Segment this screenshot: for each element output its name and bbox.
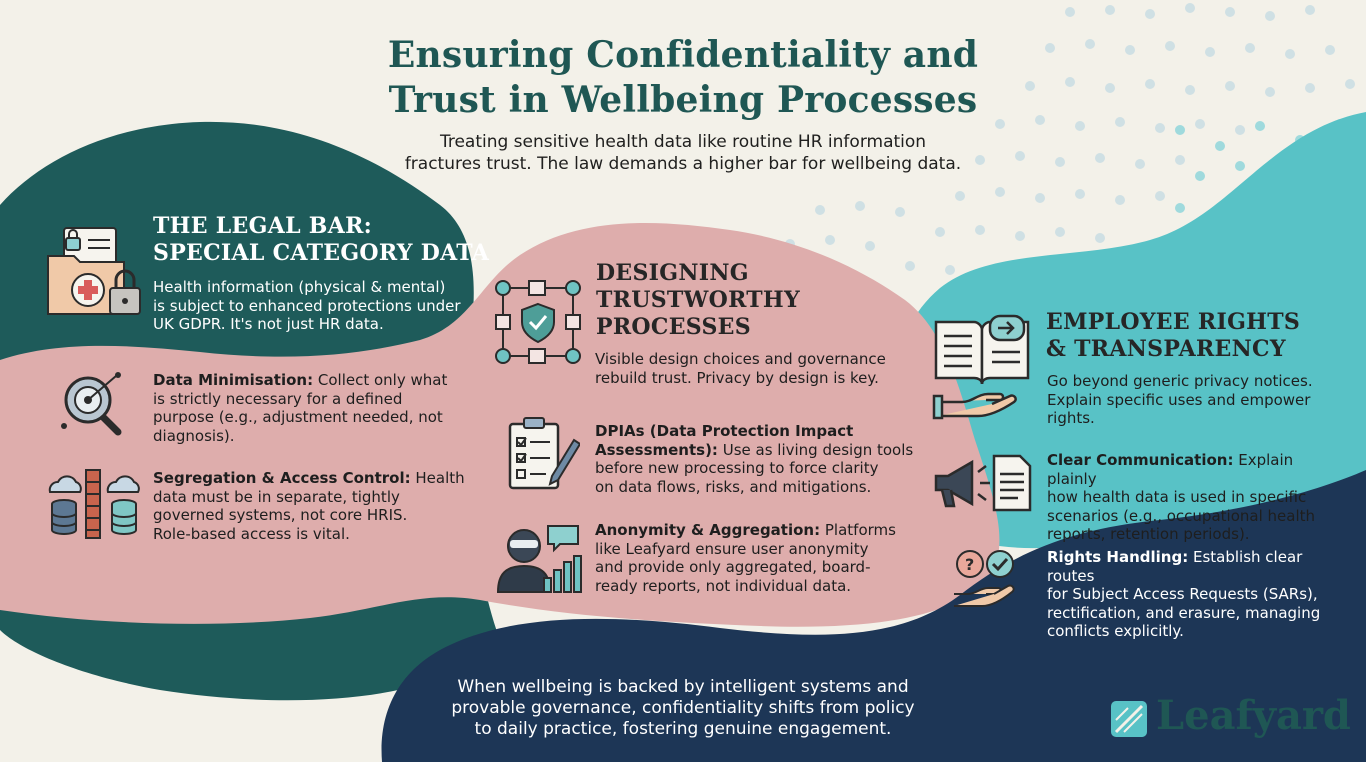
data-minimisation-text: Data Minimisation: Collect only what is … <box>153 371 473 445</box>
legal-bar-intro-line: UK GDPR. It's not just HR data. <box>153 315 384 333</box>
footer-line: When wellbeing is backed by intelligent … <box>457 677 909 697</box>
designing-heading-line: Processes <box>596 314 751 340</box>
clear-communication-line: how health data is used in specific <box>1047 488 1307 506</box>
dpia-title-line: Assessments): <box>595 440 718 459</box>
clear-communication-title: Clear Communication: <box>1047 451 1234 469</box>
rights-intro-line: rights. <box>1047 409 1095 427</box>
database-cloud-firewall-icon <box>48 469 140 539</box>
segregation-line: governed systems, not core HRIS. <box>153 506 408 524</box>
data-minimisation-title: Data Minimisation: <box>153 371 314 389</box>
legal-bar-heading-line2: Special Category Data <box>153 240 490 266</box>
rights-intro-line: Explain specific uses and empower <box>1047 390 1311 409</box>
pink-blob <box>0 222 1000 627</box>
anonymity-text: Anonymity & Aggregation: Platforms like … <box>595 521 915 595</box>
footer-statement: When wellbeing is backed by intelligent … <box>440 677 926 740</box>
svg-text:?: ? <box>965 555 974 574</box>
light-teal-blob <box>886 112 1366 549</box>
anonymity-line: Platforms <box>824 521 896 539</box>
rights-handling-line: rectification, and erasure, managing <box>1047 603 1321 622</box>
page-title-line2: Trust in Wellbeing Processes <box>388 79 978 121</box>
designing-heading: Designing Trustworthy Processes <box>596 260 800 341</box>
data-minimisation-line: is strictly necessary for a defined <box>153 389 403 408</box>
segregation-title: Segregation & Access Control: <box>153 469 411 487</box>
clipboard-checklist-icon <box>508 417 580 490</box>
rights-handling-line: for Subject Access Requests (SARs), <box>1047 585 1318 603</box>
footer-line: provable governance, confidentiality shi… <box>451 698 915 718</box>
segregation-line: data must be in separate, tightly <box>153 487 400 506</box>
page-subtitle: Treating sensitive health data like rout… <box>383 131 983 175</box>
footer-line: to daily practice, fostering genuine eng… <box>474 719 892 739</box>
page-title-line1: Ensuring Confidentiality and <box>387 34 979 76</box>
anonymity-line: like Leafyard ensure user anonymity <box>595 539 869 558</box>
dpia-line: on data flows, risks, and mitigations. <box>595 477 872 496</box>
brand-logo: Leafyard <box>1108 692 1358 754</box>
rights-handling-text: Rights Handling: Establish clear routes … <box>1047 548 1347 641</box>
designing-intro-line: Visible design choices and governance <box>595 350 886 368</box>
designing-heading-line: Designing <box>596 260 749 286</box>
anonymity-title: Anonymity & Aggregation: <box>595 521 821 539</box>
data-minimisation-line: Collect only what <box>317 371 448 389</box>
designing-intro: Visible design choices and governance re… <box>595 350 915 387</box>
open-book-hand-icon <box>932 314 1030 420</box>
anonymity-line: and provide only aggregated, board- <box>595 558 871 576</box>
data-minimisation-line: purpose (e.g., adjustment needed, not <box>153 408 443 426</box>
rights-intro-line: Go beyond generic privacy notices. <box>1047 372 1313 390</box>
rights-handling-line: Establish clear routes <box>1047 548 1303 585</box>
legal-bar-intro-line: Health information (physical & mental) <box>153 278 446 296</box>
page-title: Ensuring Confidentiality and Trust in We… <box>383 33 983 123</box>
medical-folder-lock-icon <box>47 227 141 315</box>
hand-question-check-icon: ? <box>954 550 1015 607</box>
anonymity-line: ready reports, not individual data. <box>595 576 852 595</box>
navy-blob <box>381 470 1366 762</box>
leaf-logo-icon <box>1111 701 1147 737</box>
rights-intro: Go beyond generic privacy notices. Expla… <box>1047 372 1347 428</box>
clear-communication-text: Clear Communication: Explain plainly how… <box>1047 451 1347 544</box>
data-minimisation-line: diagnosis). <box>153 426 235 445</box>
legal-bar-intro-line: is subject to enhanced protections under <box>153 296 461 315</box>
clear-communication-line: scenarios (e.g., occupational health <box>1047 506 1315 525</box>
dpia-title-line: DPIAs (Data Protection Impact <box>595 422 854 440</box>
page-subtitle-line1: Treating sensitive health data like rout… <box>439 132 927 152</box>
rights-handling-title: Rights Handling: <box>1047 548 1189 566</box>
brand-name: Leafyard <box>1156 692 1351 739</box>
dpia-line: Use as living design tools <box>722 440 914 459</box>
segregation-text: Segregation & Access Control: Health dat… <box>153 469 473 543</box>
legal-bar-heading-line1: The Legal Bar: <box>153 213 373 239</box>
anonymous-user-chart-icon <box>496 525 582 593</box>
clear-communication-line: Explain plainly <box>1047 451 1294 488</box>
rights-heading-line2: & Transparency <box>1046 336 1286 362</box>
magnifier-target-icon <box>61 372 122 436</box>
legal-bar-heading: The Legal Bar: Special Category Data <box>153 213 489 267</box>
megaphone-document-icon <box>934 454 1032 512</box>
process-flow-shield-icon <box>495 280 581 364</box>
clear-communication-line: reports, retention periods). <box>1047 525 1250 543</box>
segregation-line: Role-based access is vital. <box>153 524 350 543</box>
designing-intro-line: rebuild trust. Privacy by design is key. <box>595 368 879 387</box>
rights-heading-line1: Employee Rights <box>1046 309 1301 335</box>
legal-bar-intro: Health information (physical & mental) i… <box>153 278 473 334</box>
dpia-text: DPIAs (Data Protection Impact Assessment… <box>595 422 915 496</box>
rights-handling-line: conflicts explicitly. <box>1047 622 1184 640</box>
designing-heading-line: Trustworthy <box>596 287 801 313</box>
segregation-line: Health <box>415 469 465 487</box>
page-subtitle-line2: fractures trust. The law demands a highe… <box>404 154 962 174</box>
dot-pattern <box>785 3 1355 345</box>
rights-heading: Employee Rights & Transparency <box>1046 309 1300 363</box>
dpia-line: before new processing to force clarity <box>595 459 879 477</box>
